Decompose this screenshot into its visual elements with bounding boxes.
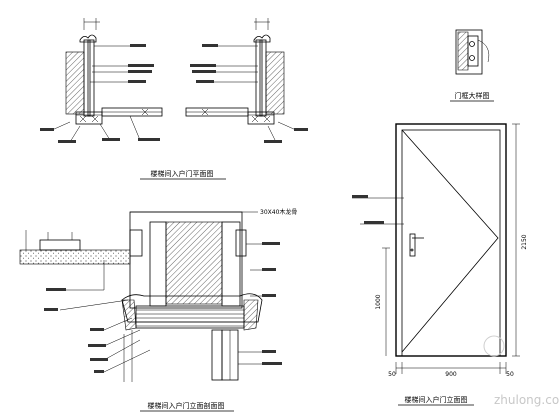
frame-detail-title: 门框大样图	[455, 91, 490, 100]
detail-frame-outline	[455, 29, 483, 75]
vertical-section-note: 30X40木龙骨	[260, 208, 297, 216]
right-threshold	[247, 111, 275, 125]
vertical-section-leaders: 30X40木龙骨	[44, 208, 297, 373]
watermark-logo-icon	[483, 335, 505, 357]
lower-frame	[211, 329, 223, 381]
watermark: zhulong.com	[494, 393, 560, 407]
side-left-dim-label: 50	[388, 371, 396, 378]
vertical-section-title: 楼梯间入户门立面剖面图	[148, 401, 225, 410]
elevation-title: 楼梯间入户门立面图	[405, 395, 468, 404]
floor-slab	[19, 249, 131, 265]
door-outer-frame	[395, 123, 507, 357]
door-swing-lines	[401, 129, 499, 353]
right-frame	[255, 39, 267, 117]
left-frame-cap	[79, 34, 97, 43]
plan-section-title: 楼梯间入户门平面图	[151, 169, 214, 178]
left-wall-hatch	[65, 51, 85, 115]
door-leaf	[401, 129, 501, 357]
door-handle-plate	[409, 233, 416, 257]
right-leaders	[190, 44, 308, 143]
lintel-layers	[135, 305, 245, 329]
frame-detail-view: 门框大样图	[450, 29, 494, 102]
right-frame-cap	[253, 34, 271, 43]
right-wall-hatch	[265, 51, 285, 115]
door-elevation-view: 2150 1000 50 900 50 楼梯间入户门立面图	[352, 123, 528, 406]
side-right-dim-label: 50	[506, 371, 514, 378]
vertical-section-view: 30X40木龙骨 楼梯间入户门立面剖面图	[19, 208, 297, 412]
left-frame	[83, 39, 95, 117]
plan-section-view: 楼梯间入户门平面图	[40, 18, 308, 180]
left-leaders	[40, 44, 160, 143]
lintel-profile	[121, 293, 263, 323]
door-width-dim-label: 900	[445, 371, 457, 378]
handle-height-dim-label: 1000	[375, 294, 382, 309]
left-threshold	[75, 111, 103, 125]
height-dim-label: 2150	[521, 234, 528, 249]
